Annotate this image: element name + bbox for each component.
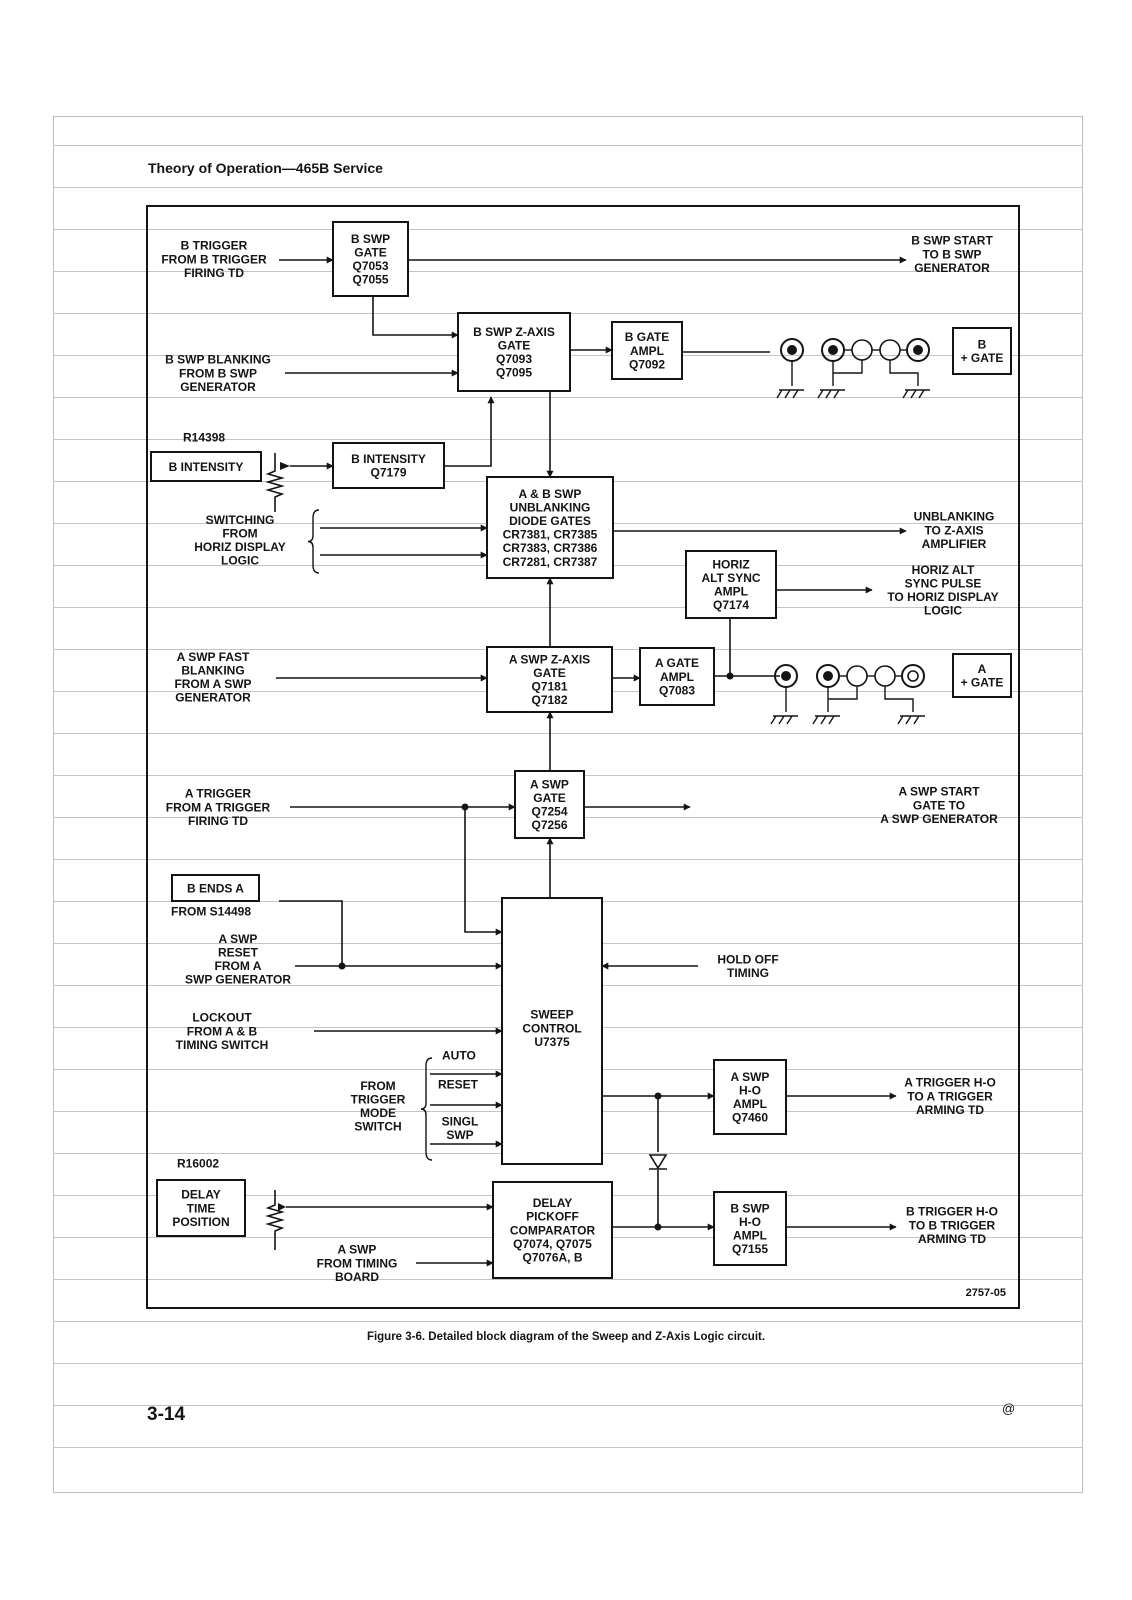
- ruled-line: [53, 733, 1083, 734]
- bnc-connectors: [770, 338, 930, 725]
- page-frame: [53, 116, 1083, 1493]
- block-label: B INTENSITY: [169, 460, 244, 474]
- label-r14398: R14398: [183, 430, 225, 444]
- a-gate-connectors: [770, 664, 925, 725]
- ruled-line: [53, 1279, 1083, 1280]
- label-from-s14498: FROM S14498: [171, 904, 251, 918]
- page-number: 3-14: [147, 1404, 186, 1425]
- group-brace: [307, 509, 320, 574]
- b-gate-connectors: [776, 338, 930, 399]
- ruled-line: [53, 229, 1083, 230]
- ruled-line: [53, 271, 1083, 272]
- ruled-line: [53, 859, 1083, 860]
- ruled-line: [53, 1321, 1083, 1322]
- block-b-ends-a: B ENDS A: [171, 874, 260, 902]
- wiring: [276, 256, 907, 1267]
- ruled-line: [53, 187, 1083, 188]
- ruled-line: [53, 1405, 1083, 1406]
- label-reset: RESET: [438, 1077, 479, 1091]
- ruled-line: [53, 439, 1083, 440]
- label-r16002: R16002: [177, 1156, 219, 1170]
- ruled-line: [53, 145, 1083, 146]
- block-label: A+ GATE: [961, 662, 1004, 690]
- block-label: B ENDS A: [187, 881, 244, 895]
- block-label: B+ GATE: [961, 338, 1004, 366]
- potentiometers: [265, 453, 290, 1250]
- page-mark: @: [1002, 1401, 1016, 1416]
- figure-caption: Figure 3-6. Detailed block diagram of th…: [366, 1331, 766, 1343]
- block-b-plus-gate: B+ GATE: [952, 327, 1012, 375]
- ruled-line: [53, 397, 1083, 398]
- diode-symbol: [648, 1154, 668, 1170]
- junction-dots: [338, 672, 734, 1231]
- page-header: Theory of Operation—465B Service: [148, 160, 383, 176]
- block-b-intensity-ctrl: B INTENSITY: [150, 451, 262, 482]
- ruled-line: [53, 1447, 1083, 1448]
- ruled-line: [53, 1363, 1083, 1364]
- block-a-plus-gate: A+ GATE: [952, 653, 1012, 698]
- figure-code: 2757-05: [966, 1287, 1006, 1299]
- label-auto: AUTO: [442, 1048, 476, 1062]
- diagram-border: [146, 205, 1020, 1309]
- ruled-line: [53, 607, 1083, 608]
- group-brace: [420, 1057, 433, 1161]
